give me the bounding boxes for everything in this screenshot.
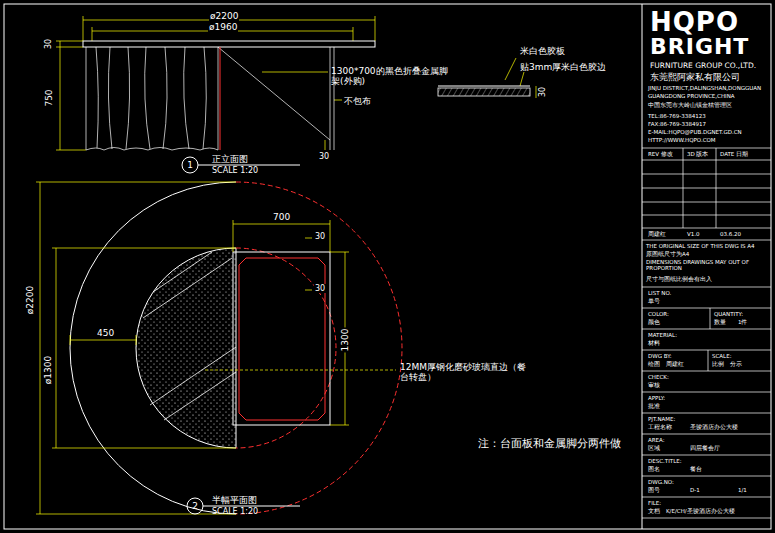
title-block-text: 餐台: [690, 466, 702, 472]
title-block-text: 圣骏酒店办公大楼: [690, 424, 738, 430]
title-block-text: JINJU DISTRICT,DALINGSHAN,DONGGUAN: [648, 85, 761, 91]
title-block-text: 颜色: [648, 319, 660, 325]
title-block-text: FAX:86-769-3384917: [648, 121, 706, 127]
callout-number: 2: [192, 501, 198, 511]
dimension-text: 30: [538, 86, 547, 98]
logo-text: BRIGHT: [650, 34, 749, 59]
title-block-text: 图号: [648, 487, 660, 493]
title-block-text: 比例: [712, 361, 724, 367]
note-text: 贴3mm厚米白色胶边: [520, 62, 606, 72]
title-block-text: DWG BY:: [648, 353, 672, 359]
view-title: 半幅平面图: [212, 495, 257, 505]
title-block-text: DATE 日期: [720, 151, 748, 157]
title-block-text: 批准: [648, 403, 660, 409]
title-block-text: DIMENSIONS DRAWINGS MAY OUT OF PROPORTIO…: [646, 259, 770, 272]
title-block-text: 绘图: [648, 361, 660, 367]
title-block-text: CHECK:: [648, 374, 669, 380]
scale-text: SCALE 1:20: [212, 166, 258, 175]
title-block-text: LIST NO.: [648, 290, 671, 296]
title-block-text: 单号: [648, 298, 660, 304]
dimension-text: ø1960: [208, 22, 238, 32]
note-text: 12MM厚钢化磨砂玻璃直边（餐台转盘）: [400, 362, 532, 383]
title-block-text: 1件: [738, 319, 748, 325]
title-block-text: REV 修改: [648, 151, 673, 157]
dimension-text: 1300: [340, 328, 350, 353]
dimension-text: 700: [272, 212, 291, 222]
title-block-text: 中国东莞市大岭山镇金桔管理区: [648, 102, 732, 108]
title-block-text: MATERIAL:: [648, 332, 677, 338]
dimension-text: 450: [96, 328, 115, 338]
title-block-text: V1.0: [687, 231, 700, 237]
title-block-text: DWG.NO:: [648, 479, 674, 485]
title-block-text: DESC.TITLE:: [648, 458, 682, 464]
view-title: 正立面图: [212, 154, 248, 164]
title-block-text: 尺寸与图纸比例会有出入: [646, 276, 712, 282]
title-block-text: 审核: [648, 382, 660, 388]
title-block-text: 1/1: [738, 487, 747, 493]
title-block-text: THE ORIGINAL SIZE OF THIS DWG IS A4: [646, 243, 755, 249]
title-block-text: HTTP://WWW.HQPO.COM: [648, 137, 716, 143]
scale-text: SCALE 1:20: [212, 507, 258, 516]
company-name: 东莞熙阿家私有限公司: [650, 73, 740, 83]
title-block-text: TEL:86-769-3384123: [648, 113, 706, 119]
title-block-text: 原图纸尺寸为A4: [646, 251, 689, 257]
title-block-text: E-MAIL:HQPO@PUB.DGNET.GD.CN: [648, 129, 742, 135]
dimension-text: ø1300: [43, 355, 53, 385]
note-text: 1300*700的黑色折叠金属脚架(外购): [331, 66, 449, 87]
dimension-text: 30: [44, 38, 53, 50]
title-block-text: GUANGDONG PROVINCE,CHINA: [648, 93, 735, 99]
title-block-text: D-1: [690, 487, 700, 493]
title-block-text: 图名: [648, 466, 660, 472]
title-block-text: SCALE:: [712, 353, 732, 359]
title-block-text: COLOR:: [648, 311, 669, 317]
company-name: FURNITURE GROUP CO.,LTD.: [650, 62, 756, 71]
callout-number: 1: [187, 160, 193, 170]
logo-text: HQPO: [650, 8, 739, 38]
title-block-text: PJT.NAME:: [648, 416, 675, 422]
title-block-text: 周建红: [666, 361, 684, 367]
title-block-text: AREA:: [648, 437, 665, 443]
dimension-text: 750: [44, 88, 54, 107]
note-text: 不包布: [344, 96, 371, 106]
title-block-text: 工程名称: [648, 424, 672, 430]
title-block-text: 文档: [648, 508, 660, 514]
title-block-text: 四层餐会厅: [690, 445, 720, 451]
title-block-text: APPLY:: [648, 395, 665, 401]
note-text: 米白色胶板: [520, 46, 565, 56]
dimension-text: ø2200: [209, 11, 239, 21]
title-block-text: 03.6.20: [720, 231, 741, 237]
title-block-text: FILE:: [648, 500, 661, 506]
title-block-text: 3D 版本: [687, 151, 708, 157]
note-text: 注：台面板和金属脚分两件做: [478, 438, 621, 451]
dimension-text: 30: [314, 284, 326, 293]
dimension-text: 30: [318, 152, 330, 161]
dimension-text: 30: [314, 232, 326, 241]
title-block-text: K/E/CH/圣骏酒店办公大楼: [666, 508, 735, 514]
title-block-text: 数量: [714, 319, 726, 325]
title-block-text: QUANTITY:: [714, 311, 743, 317]
title-block-text: 周建红: [648, 231, 666, 237]
title-block-text: 分示: [730, 361, 742, 367]
title-block-text: 区域: [648, 445, 660, 451]
title-block-text: 材料: [648, 340, 660, 346]
dimension-text: ø2200: [25, 285, 35, 315]
